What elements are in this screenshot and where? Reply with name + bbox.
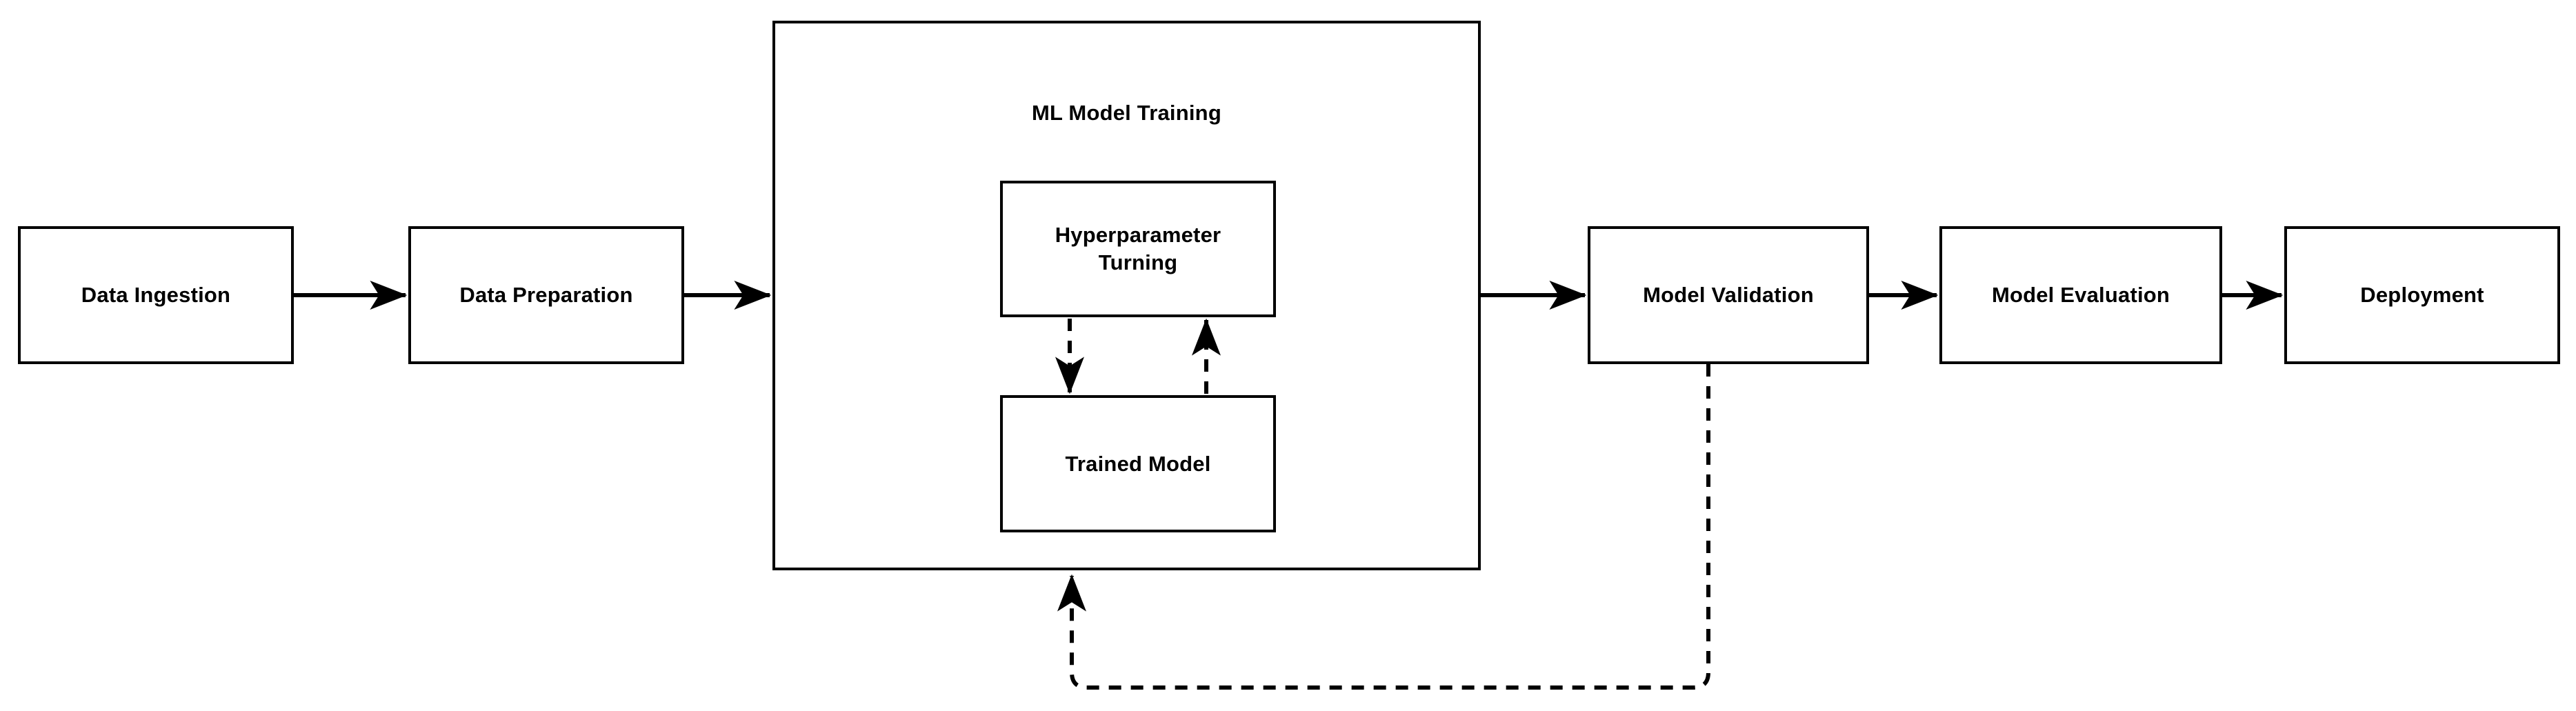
node-deployment-label: Deployment — [2360, 283, 2484, 308]
node-trained-model-label: Trained Model — [1065, 451, 1211, 476]
node-data-ingestion-label: Data Ingestion — [81, 283, 231, 308]
node-model-validation-label: Model Validation — [1643, 283, 1814, 308]
node-model-validation[interactable]: Model Validation — [1588, 226, 1869, 364]
node-data-ingestion[interactable]: Data Ingestion — [18, 226, 294, 364]
node-data-preparation-label: Data Preparation — [459, 283, 633, 308]
node-data-preparation[interactable]: Data Preparation — [408, 226, 684, 364]
node-hyperparameter-turning-label: Hyperparameter Turning — [1055, 223, 1221, 274]
node-ml-model-training[interactable]: ML Model Training — [772, 21, 1481, 570]
node-deployment[interactable]: Deployment — [2284, 226, 2560, 364]
node-trained-model[interactable]: Trained Model — [1000, 395, 1276, 532]
node-model-evaluation-label: Model Evaluation — [1991, 283, 2170, 308]
node-ml-model-training-label: ML Model Training — [1032, 101, 1221, 125]
node-hyperparameter-turning[interactable]: Hyperparameter Turning — [1000, 181, 1276, 317]
node-model-evaluation[interactable]: Model Evaluation — [1939, 226, 2222, 364]
